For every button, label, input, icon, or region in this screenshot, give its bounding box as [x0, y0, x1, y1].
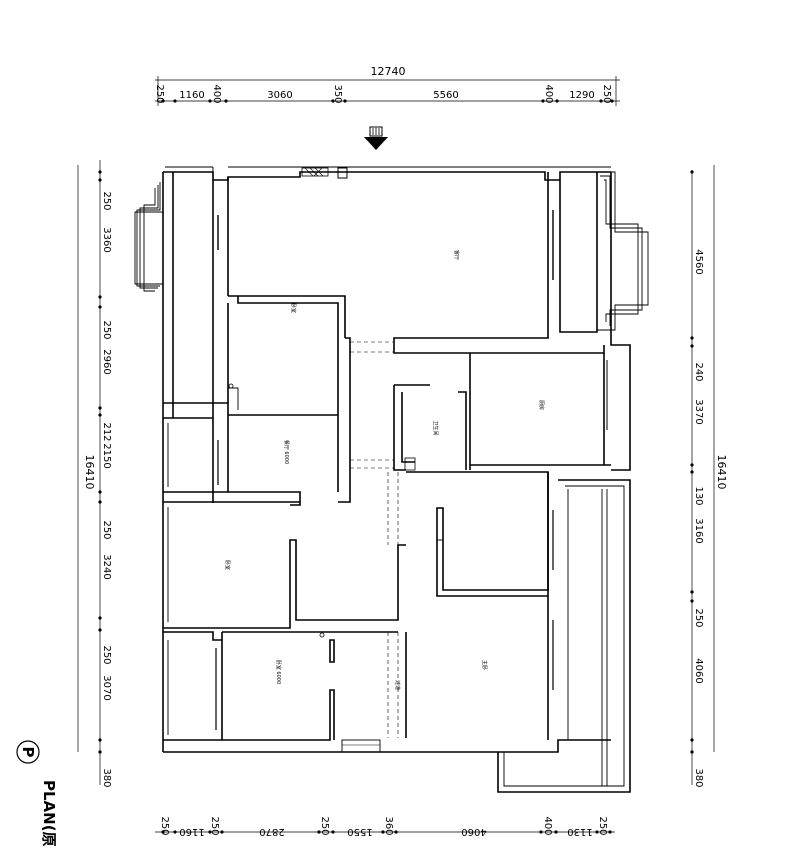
right-dimension-labels: 16410 4560 240 3370 130 3160 250 4060 38…: [693, 249, 728, 787]
right-dim-1: 4560: [693, 249, 704, 274]
plan-title-block: P PLAN(原: [16, 740, 58, 847]
top-dim-2: 1160: [179, 90, 204, 101]
bedroom-right-middle: [406, 471, 554, 600]
top-dim-7: 400: [543, 84, 554, 103]
bottom-dim-2: 1160: [179, 826, 204, 837]
bottom-dim-8: 4060: [461, 826, 486, 837]
room-label-bedroom-1: 卧室: [290, 303, 297, 313]
left-dim-7: 250: [101, 520, 112, 539]
bottom-dim-7: 360: [383, 816, 394, 835]
top-dim-9: 250: [601, 84, 612, 103]
bay-window-right: [559, 171, 649, 333]
top-dim-8: 1290: [569, 90, 594, 101]
right-dim-4: 130: [693, 486, 704, 505]
left-dimension-labels: 16410 250 3360 250 2960 212 2150 250 324…: [83, 191, 112, 787]
right-dim-3: 3370: [693, 399, 704, 424]
left-dim-6: 2150: [101, 443, 112, 468]
top-dim-4: 3060: [267, 90, 292, 101]
room-label-living: 客厅: [453, 250, 460, 260]
left-total-dim: 16410: [83, 455, 96, 490]
bottom-dim-9: 400: [542, 816, 553, 835]
top-dim-5: 350: [332, 84, 343, 103]
balcony-right: [497, 479, 631, 793]
right-dim-6: 250: [693, 608, 704, 627]
left-dim-10: 3070: [101, 675, 112, 700]
bedroom-lower-left: 卧室 6000 过道: [163, 631, 401, 753]
room-label-bedroom-2: 卧室: [224, 560, 231, 570]
bathroom-centre: 卫生间: [393, 353, 471, 471]
bottom-dim-1: 250: [159, 816, 170, 835]
left-dim-5: 212: [101, 422, 112, 441]
kitchen: 厨房: [470, 345, 611, 466]
bottom-dimension-labels: 250 1160 250 2870 250 1550 360 4060 400 …: [159, 816, 608, 837]
bottom-dim-6: 1550: [347, 826, 372, 837]
bottom-dim-5: 250: [319, 816, 330, 835]
top-dim-3: 400: [211, 84, 222, 103]
room-label-bedroom-3: 卧室 6000: [275, 660, 282, 684]
left-dim-8: 3240: [101, 554, 112, 579]
dimension-lines: [77, 76, 715, 833]
left-dim-11: 380: [101, 768, 112, 787]
room-label-corridor: 过道: [394, 680, 401, 690]
top-dimension-labels: 12740 250 1160 400 3060 350 5560 400 129…: [154, 65, 612, 104]
plan-marker-letter: P: [19, 747, 37, 758]
top-total-dim: 12740: [371, 65, 406, 78]
right-dim-5: 3160: [693, 518, 704, 543]
exterior-walls: [162, 166, 631, 753]
plan-marker-circle: [16, 740, 40, 764]
right-dim-8: 380: [693, 768, 704, 787]
bottom-dim-11: 250: [597, 816, 608, 835]
bay-window-left: [134, 180, 164, 292]
right-total-dim: 16410: [715, 455, 728, 490]
right-dim-2: 240: [693, 362, 704, 381]
right-dim-7: 4060: [693, 658, 704, 683]
dimension-ticks: [98, 99, 694, 834]
top-dim-6: 5560: [433, 90, 458, 101]
bottom-dim-3: 250: [209, 816, 220, 835]
bedroom-middle-left: 卧室: [163, 539, 406, 629]
living-room: 客厅: [212, 167, 554, 296]
master-bedroom: 主卧: [405, 600, 554, 740]
bottom-dim-10: 1130: [567, 826, 592, 837]
left-dim-3: 250: [101, 320, 112, 339]
left-dim-9: 250: [101, 645, 112, 664]
dining-area: 餐厅 6000: [163, 414, 338, 506]
top-dim-1: 250: [154, 84, 165, 103]
room-label-dining: 餐厅 6000: [283, 440, 290, 464]
window-hatch: [301, 167, 348, 179]
room-label-bath: 卫生间: [432, 420, 439, 435]
left-dim-2: 3360: [101, 227, 112, 252]
left-dim-4: 2960: [101, 349, 112, 374]
left-dim-1: 250: [101, 191, 112, 210]
room-label-master: 主卧: [481, 660, 488, 670]
bedroom-upper-left: 卧室: [163, 295, 351, 503]
entrance-door: [341, 739, 381, 753]
dashed-openings: [350, 341, 399, 738]
entrance-arrow-icon: [364, 126, 388, 150]
plan-title: PLAN(原: [40, 780, 58, 847]
room-label-kitchen: 厨房: [538, 400, 545, 410]
bottom-dim-4: 2870: [259, 826, 284, 837]
